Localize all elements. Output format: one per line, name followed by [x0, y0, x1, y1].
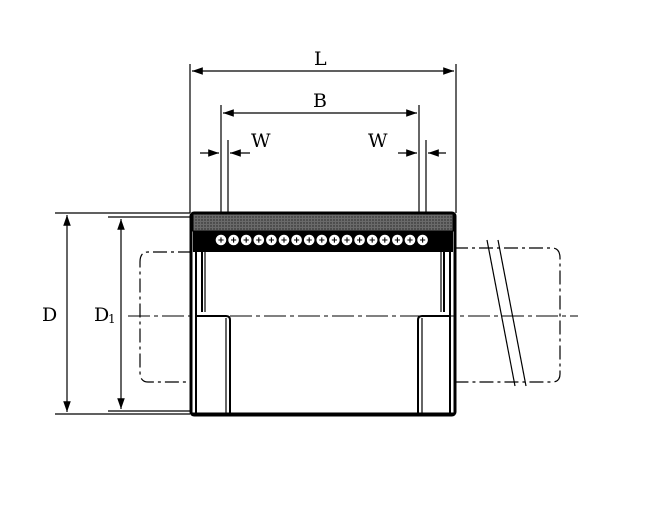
ball-mark	[268, 237, 274, 243]
label-L: L	[314, 48, 327, 70]
ball-mark	[294, 237, 300, 243]
ball-mark	[243, 237, 249, 243]
bushing-body	[189, 211, 457, 417]
ball-mark	[231, 237, 237, 243]
dimension-W-left: W	[200, 130, 271, 157]
ball-row	[214, 233, 429, 247]
ball-mark	[319, 237, 325, 243]
label-D: D	[42, 304, 57, 326]
label-W-right: W	[368, 130, 388, 152]
ball-mark	[256, 237, 262, 243]
label-B: B	[313, 90, 327, 112]
dimension-L: L	[192, 48, 454, 75]
ball-mark	[420, 237, 426, 243]
ball-mark	[407, 237, 413, 243]
ball-mark	[394, 237, 400, 243]
extension-lines	[55, 64, 457, 415]
ball-mark	[218, 237, 224, 243]
shaft-outline	[139, 239, 561, 387]
dimension-W-right: W	[368, 130, 446, 157]
label-D1: D	[94, 304, 109, 326]
ball-mark	[281, 237, 287, 243]
label-D1-subscript: 1	[108, 312, 116, 326]
dimension-D: D	[42, 215, 71, 412]
ball-mark	[382, 237, 388, 243]
ball-mark	[357, 237, 363, 243]
dimension-D1: D 1	[94, 219, 125, 409]
dimension-B: B	[223, 90, 417, 117]
ball-mark	[344, 237, 350, 243]
ball-mark	[369, 237, 375, 243]
ball-mark	[306, 237, 312, 243]
label-W-left: W	[251, 130, 271, 152]
ball-mark	[331, 237, 337, 243]
